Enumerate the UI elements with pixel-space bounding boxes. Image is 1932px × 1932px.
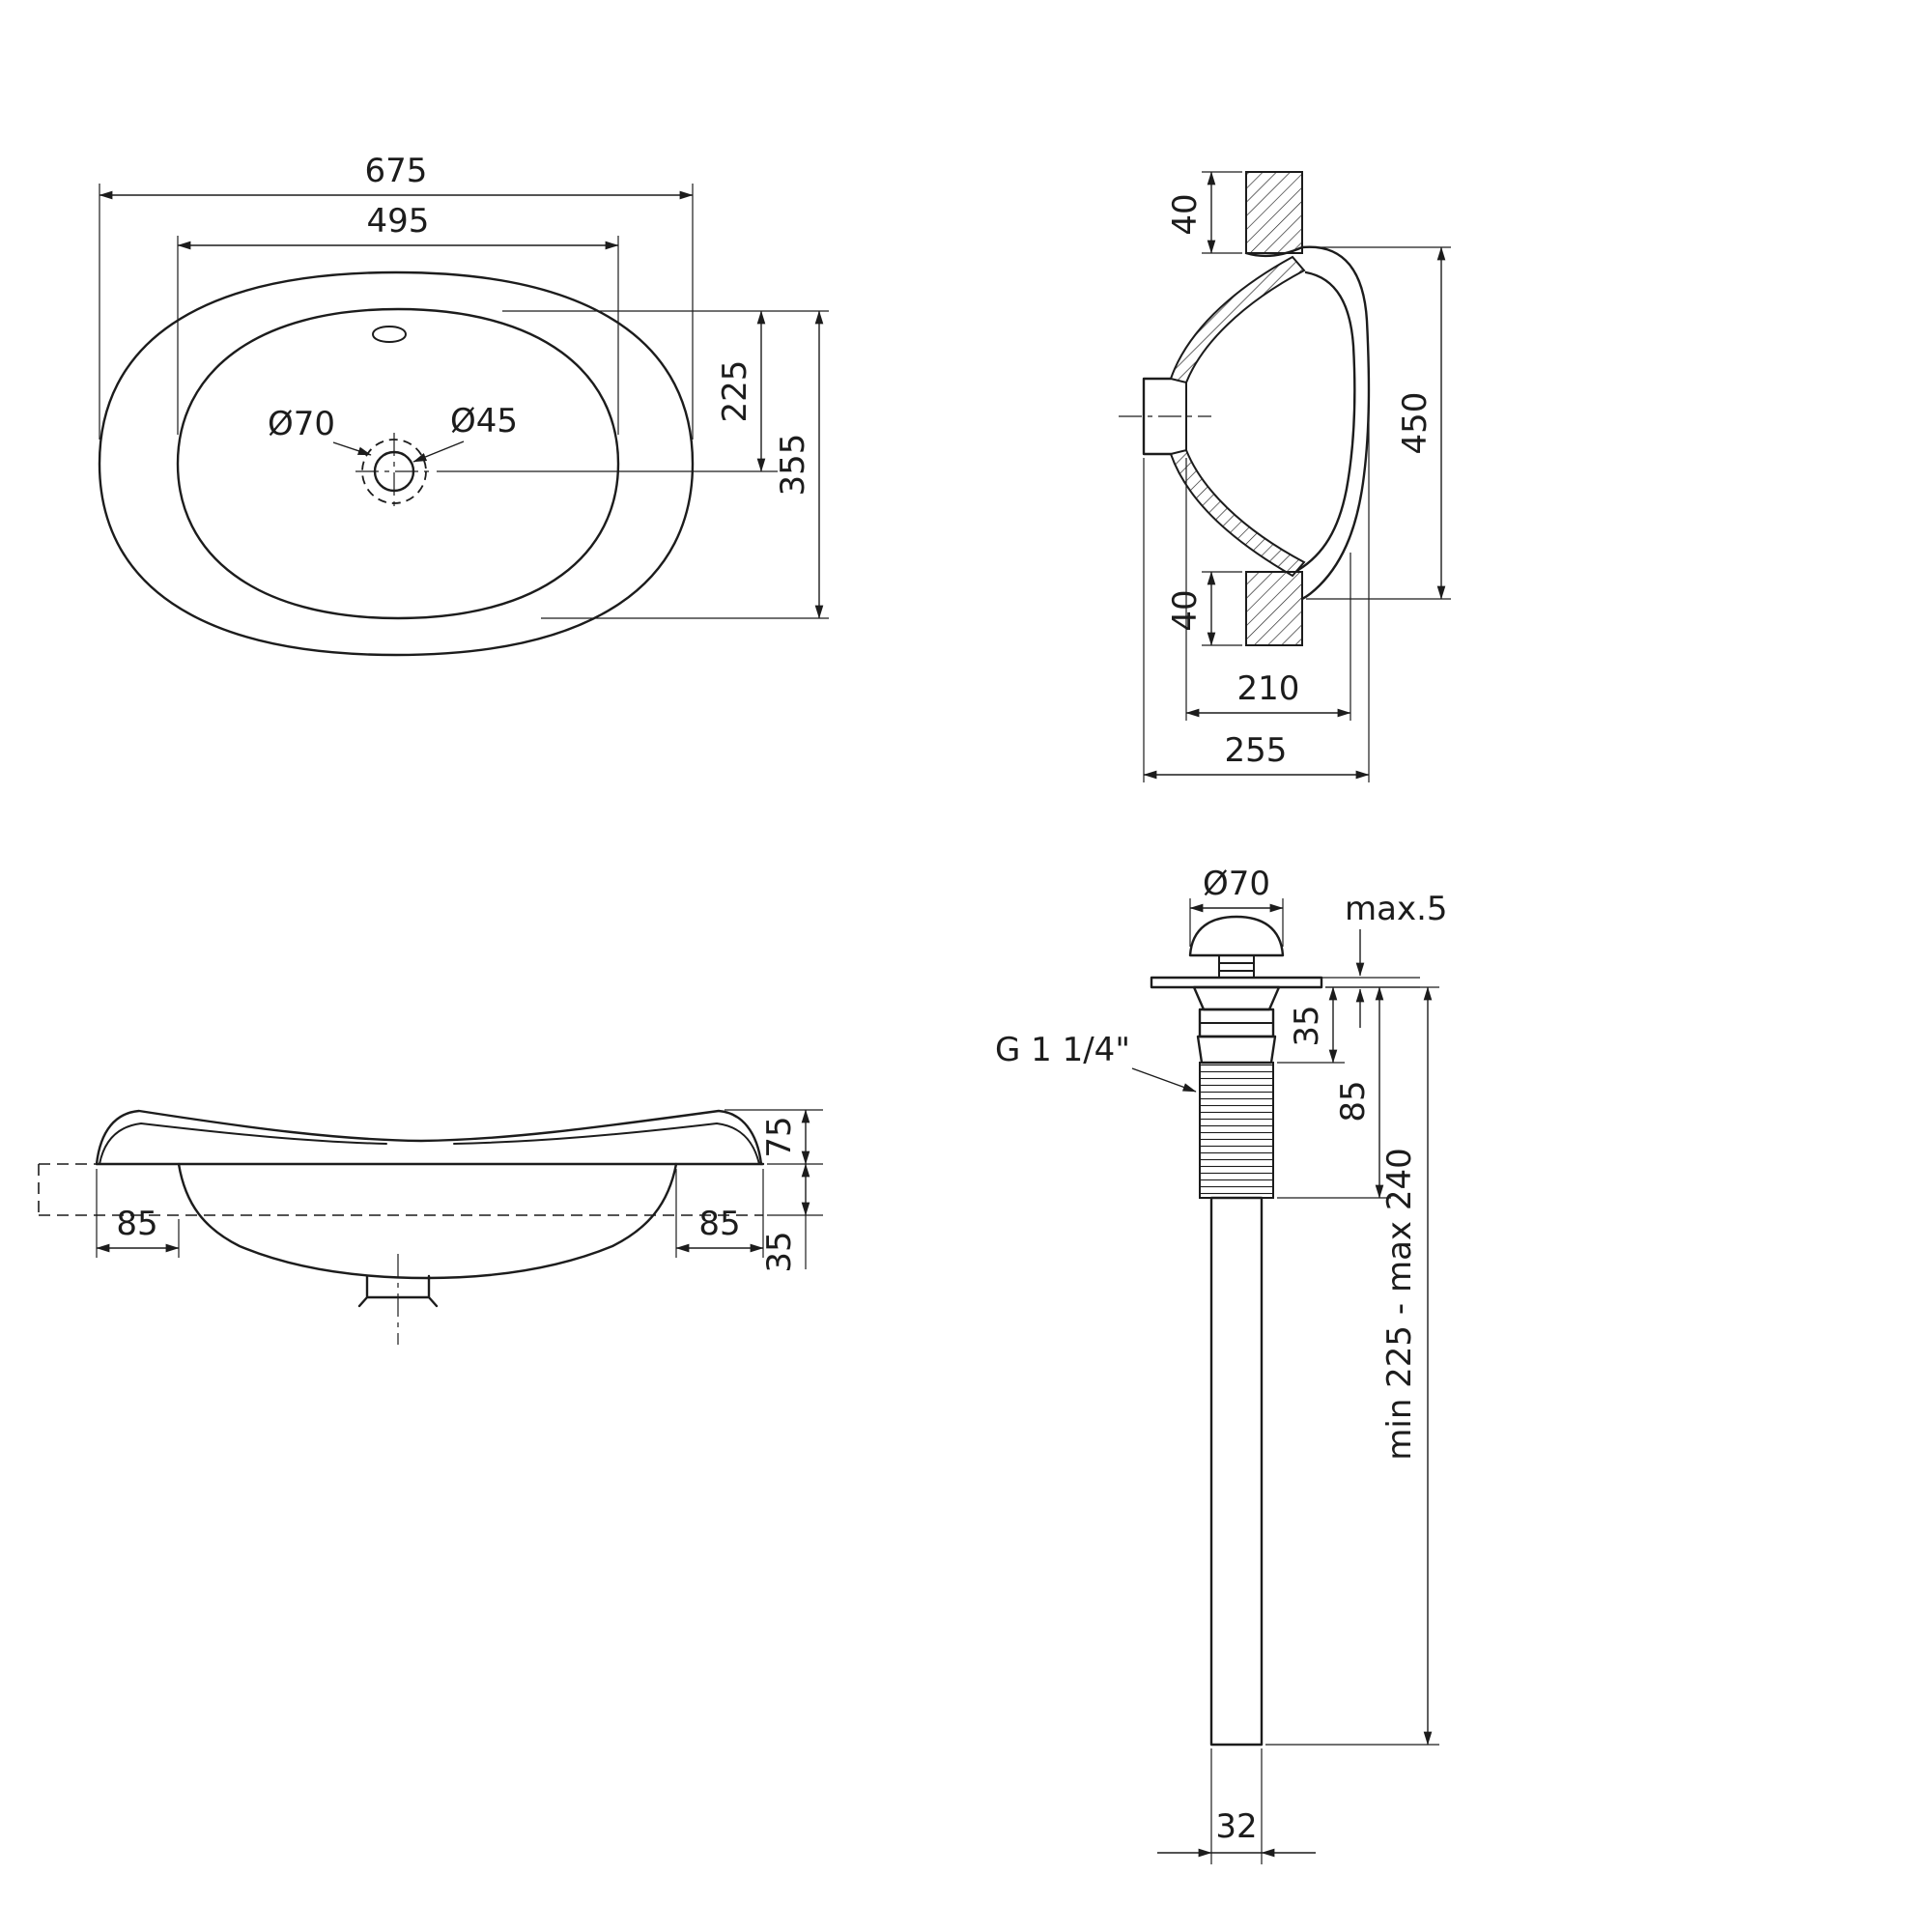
overflow-slot xyxy=(372,326,407,343)
dim-upper-body-label: 35 xyxy=(1288,1005,1326,1046)
dim-overall-depth-label: 450 xyxy=(1396,392,1435,455)
dim-cap-dia-label: Ø70 xyxy=(1203,865,1270,903)
bowl-profile xyxy=(177,1162,678,1280)
dim-bowl-depth-label: 355 xyxy=(774,434,812,497)
drain-assembly-view: Ø70 max.5 35 85 G 1 1/4" min 225 - max 2… xyxy=(995,865,1448,1864)
dim-drain-offset-label: 225 xyxy=(716,360,754,423)
dim-overall-width-label: 675 xyxy=(365,152,428,190)
dim-rim-height-label: 75 xyxy=(760,1116,799,1157)
dim-section-width-label: 255 xyxy=(1225,731,1288,770)
dim-counter-bottom-label: 40 xyxy=(1166,589,1205,631)
thread-leader xyxy=(1131,1067,1197,1093)
front-view: 85 85 75 35 xyxy=(38,1109,823,1345)
section-wall-upper xyxy=(1169,255,1306,384)
thread-spec-label: G 1 1/4" xyxy=(995,1031,1130,1069)
countertop-section-bottom xyxy=(1245,571,1303,646)
section-rim-top xyxy=(1244,245,1304,258)
threaded-section xyxy=(1199,1062,1274,1199)
rim-inner-left xyxy=(99,1122,387,1165)
dim-pipe-dia-label: 32 xyxy=(1215,1807,1257,1846)
section-drain-boss xyxy=(1142,377,1173,456)
popup-cap xyxy=(1188,915,1285,957)
dim-overflow-dia-label: Ø70 xyxy=(268,405,335,443)
countertop-section-top xyxy=(1245,171,1303,254)
dim-length-range-label: min 225 - max 240 xyxy=(1380,1148,1419,1460)
drain-centerlines xyxy=(355,433,433,510)
drain-leader xyxy=(412,440,465,463)
tail-pipe xyxy=(1209,1196,1264,1747)
section-wall-lower xyxy=(1169,448,1306,578)
cap-stem xyxy=(1218,954,1255,979)
dim-body-height-label: 85 xyxy=(1334,1080,1373,1122)
body-cone xyxy=(1192,985,1281,1011)
flange-plate xyxy=(1150,976,1323,989)
section-outer-profile xyxy=(1300,245,1371,601)
section-view: 40 40 450 210 255 xyxy=(1119,171,1451,782)
rim-inner-right xyxy=(453,1122,760,1165)
overflow-leader xyxy=(332,441,372,456)
counter-hidden-edge xyxy=(38,1163,763,1216)
dim-cutout-width-label: 210 xyxy=(1237,669,1300,708)
bowl-inner-outline xyxy=(176,307,620,620)
dim-max-protrusion-label: max.5 xyxy=(1345,890,1448,928)
dim-overhang-left-label: 85 xyxy=(116,1205,157,1243)
section-inner-profile xyxy=(1296,270,1356,572)
dim-drain-dia-label: Ø45 xyxy=(450,402,518,440)
dim-counter-top-label: 40 xyxy=(1166,193,1205,235)
dim-bowl-width-label: 495 xyxy=(367,202,430,241)
rim-silhouette xyxy=(95,1109,763,1166)
dim-counter-thickness-label: 35 xyxy=(760,1231,799,1272)
body-step xyxy=(1196,1035,1277,1065)
dim-overhang-right-label: 85 xyxy=(698,1205,740,1243)
top-view: Ø70 Ø45 675 495 225 355 xyxy=(98,152,829,657)
sink-outer-outline xyxy=(98,270,695,657)
